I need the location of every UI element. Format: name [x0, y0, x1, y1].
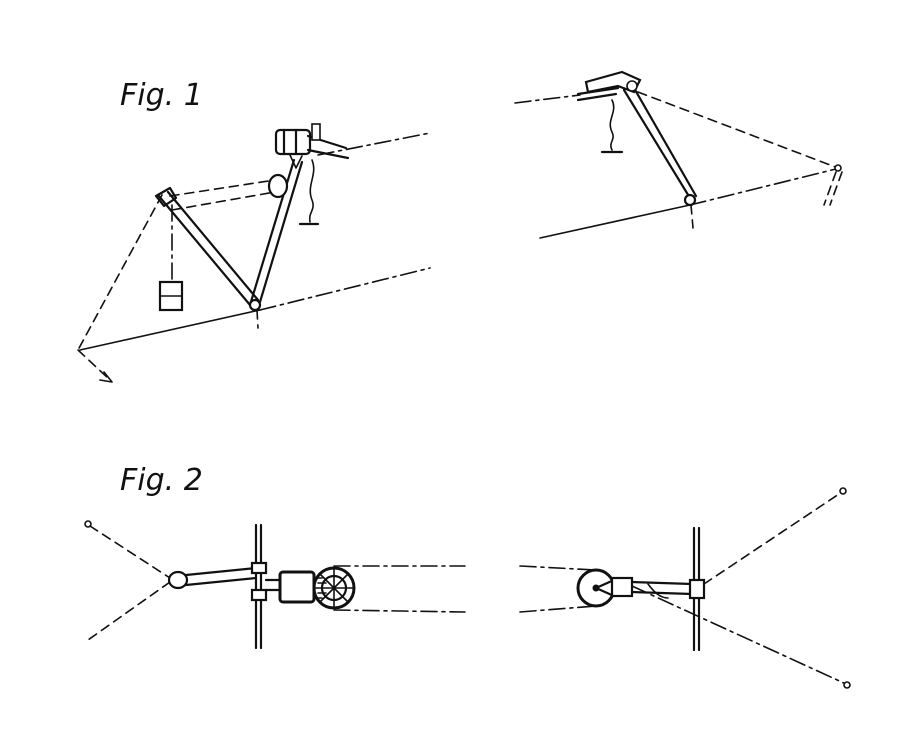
fig1-left-arm-inner [166, 190, 260, 302]
fig1-cross-member-lower [171, 191, 276, 211]
fig1-right-boom-inner [632, 86, 698, 198]
fig2-right-crossbar-clamp [688, 578, 706, 600]
fig1-right-anchor-stake [823, 171, 843, 206]
fig2-left-assembly [84, 520, 466, 650]
fig1-bottom-pivot [248, 298, 262, 312]
fig2-right-assembly [519, 487, 851, 689]
fig2-right-pulley-block [610, 576, 634, 598]
fig1-motor-cap [311, 123, 321, 141]
fig1-left-arm-outer [156, 193, 252, 307]
fig2-left-stay-bottom [87, 581, 171, 641]
fig1-motor-housing [274, 128, 312, 156]
fig1-anchor-arrow-line [77, 349, 111, 381]
fig2-right-cable-bottom [519, 605, 597, 613]
fig2-left-stay-top [89, 525, 171, 579]
fig2-right-boom [630, 580, 694, 596]
fig1-right-control-cable [609, 99, 615, 151]
fig2-right-angle-mark [647, 583, 669, 599]
fig1-pulley [267, 173, 289, 199]
fig1-right-ground-dashed [689, 167, 841, 206]
fig1-right-anchor-point [834, 164, 842, 172]
fig2-label: Fig. 2 [120, 463, 203, 498]
fig1-right-boom-outer [622, 88, 692, 200]
fig2-left-crossbar-clamp-bottom [250, 588, 268, 602]
fig1-right-winch-arm [576, 86, 620, 102]
fig1-cross-member-upper [169, 179, 276, 197]
fig2-left-cross-bar [254, 523, 263, 650]
fig1-motor-ribs [282, 128, 298, 156]
fig2-right-stay-top [703, 491, 843, 585]
fig2-left-connector [264, 578, 282, 592]
fig1-motor-mount [289, 154, 303, 169]
fig1-bottom-stake [256, 309, 259, 329]
fig1-left-assembly [77, 123, 431, 383]
fig1-right-upper-guide [514, 94, 581, 104]
fig1-right-bottom-pivot [683, 193, 697, 207]
fig1-upper-guide-line [317, 132, 431, 156]
fig2-left-drum-spokes [313, 567, 355, 609]
fig1-control-cable [308, 159, 315, 223]
fig1-anchor-arrow-head [99, 371, 113, 383]
fig2-left-motor [278, 570, 316, 604]
fig1-ground-line-solid [79, 309, 261, 351]
fig2-left-pivot-head [167, 570, 189, 590]
fig1-right-stay-line [637, 91, 839, 169]
fig2-right-anchor-bottom [843, 681, 851, 689]
fig1-right-pulley [626, 80, 638, 92]
fig2-left-cable-bottom [333, 609, 466, 613]
fig1-label: Fig. 1 [120, 78, 203, 113]
fig2-right-anchor-top [839, 487, 847, 495]
fig1-right-arm-inner [258, 160, 304, 304]
fig1-right-ground-solid [539, 204, 691, 239]
fig1-right-bottom-stake [690, 204, 694, 229]
fig1-top-left-joint [154, 186, 178, 208]
fig2-right-stay-bottom [631, 585, 847, 685]
fig2-left-boom [184, 566, 258, 587]
fig2-right-cable-top [519, 565, 597, 571]
fig2-left-gear-teeth [315, 577, 327, 599]
fig1-ground-line-dashed [259, 267, 431, 311]
fig1-left-brace-dashed [77, 194, 163, 351]
fig2-left-crossbar-clamp-top [250, 561, 268, 575]
fig1-right-assembly [514, 70, 843, 239]
